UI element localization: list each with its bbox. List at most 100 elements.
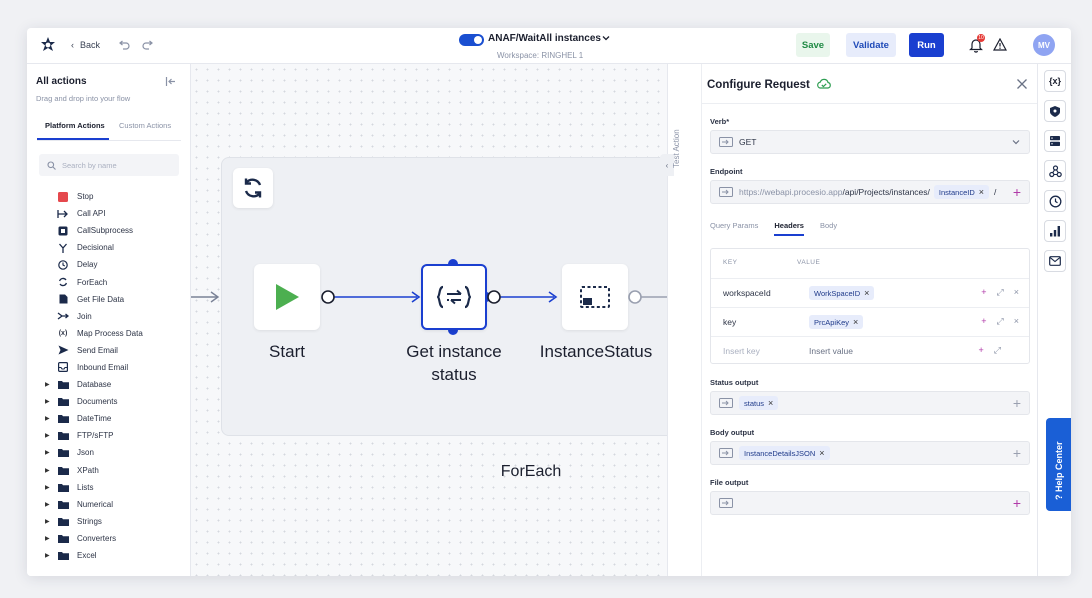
add-variable-icon[interactable]: +: [1012, 495, 1021, 511]
variable-icon: (x): [58, 329, 68, 337]
expand-icon[interactable]: ⤢: [993, 345, 1001, 355]
file-output-field[interactable]: +: [710, 491, 1030, 515]
back-button[interactable]: ‹ Back: [71, 40, 100, 50]
user-avatar[interactable]: MV: [1033, 34, 1055, 56]
undo-icon[interactable]: [117, 38, 131, 52]
folder-excel[interactable]: ▶ Excel: [45, 547, 185, 564]
top-bar: ‹ Back ANAF/WaitAll instances Workspace:…: [27, 28, 1071, 64]
insert-key-input[interactable]: Insert key: [723, 346, 760, 356]
validate-button[interactable]: Validate: [846, 33, 896, 57]
add-variable-icon[interactable]: +: [1012, 395, 1021, 411]
tab-platform-actions[interactable]: Platform Actions: [45, 121, 105, 130]
flow-title[interactable]: ANAF/WaitAll instances: [488, 33, 601, 44]
action-search-input[interactable]: Search by name: [39, 154, 179, 176]
collapse-sidebar-icon[interactable]: [165, 76, 176, 87]
remove-chip-icon[interactable]: ×: [819, 448, 825, 458]
headers-table: KEY VALUE workspaceId WorkSpaceID× +⤢× k…: [710, 248, 1030, 364]
schedule-button[interactable]: [1044, 190, 1066, 212]
folder-numerical[interactable]: ▶ Numerical: [45, 496, 185, 513]
remove-chip-icon[interactable]: ×: [853, 317, 859, 327]
caret-right-icon: ▶: [45, 535, 50, 542]
caret-right-icon: ▶: [45, 382, 50, 389]
header-key[interactable]: key: [723, 317, 737, 327]
remove-chip-icon[interactable]: ×: [768, 398, 774, 408]
insert-value-input[interactable]: Insert value: [809, 346, 853, 356]
expand-icon[interactable]: ⤢: [996, 316, 1004, 326]
verb-select[interactable]: GET: [710, 130, 1030, 154]
action-foreach[interactable]: ForEach: [45, 273, 185, 290]
flow-canvas[interactable]: Start Get instance status InstanceStatus…: [191, 64, 691, 576]
instance-status-node[interactable]: [562, 264, 628, 330]
analytics-button[interactable]: [1044, 220, 1066, 242]
remove-chip-icon[interactable]: ×: [978, 187, 985, 197]
action-label: Inbound Email: [77, 362, 129, 372]
test-action-strip[interactable]: Test Action: [668, 64, 702, 576]
folder-xpath[interactable]: ▶ XPath: [45, 462, 185, 479]
header-key[interactable]: workspaceId: [723, 288, 771, 298]
delete-row-icon[interactable]: ×: [1013, 316, 1019, 326]
folder-lists[interactable]: ▶ Lists: [45, 479, 185, 496]
status-output-field[interactable]: status× +: [710, 391, 1030, 415]
action-map-process-data[interactable]: (x) Map Process Data: [45, 325, 185, 342]
action-get-file-data[interactable]: Get File Data: [45, 291, 185, 308]
credentials-button[interactable]: [1044, 100, 1066, 122]
redo-icon[interactable]: [141, 38, 155, 52]
remove-chip-icon[interactable]: ×: [864, 288, 870, 298]
table-row[interactable]: workspaceId WorkSpaceID× + ⤢ ×: [711, 278, 1029, 307]
storage-button[interactable]: [1044, 130, 1066, 152]
add-icon[interactable]: +: [978, 345, 984, 355]
folder-database[interactable]: ▶ Database: [45, 376, 185, 393]
variables-button[interactable]: {x}: [1044, 70, 1066, 92]
start-node[interactable]: [254, 264, 320, 330]
table-row[interactable]: key PrcApiKey× + ⤢ ×: [711, 307, 1029, 336]
run-button[interactable]: Run: [909, 33, 944, 57]
action-call-subprocess[interactable]: CallSubprocess: [45, 222, 185, 239]
folder-ftp[interactable]: ▶ FTP/sFTP: [45, 427, 185, 444]
email-button[interactable]: [1044, 250, 1066, 272]
header-value-chip[interactable]: PrcApiKey×: [809, 315, 864, 329]
flow-active-toggle[interactable]: [459, 34, 484, 46]
delete-row-icon[interactable]: ×: [1013, 287, 1019, 297]
folder-label: Lists: [77, 482, 94, 492]
action-stop[interactable]: Stop: [45, 188, 185, 205]
folder-datetime[interactable]: ▶ DateTime: [45, 410, 185, 427]
expand-icon[interactable]: ⤢: [996, 287, 1004, 297]
tab-query-params[interactable]: Query Params: [710, 221, 759, 230]
action-decisional[interactable]: Decisional: [45, 239, 185, 256]
body-output-field[interactable]: InstanceDetailsJSON× +: [710, 441, 1030, 465]
endpoint-variable-chip[interactable]: InstanceID×: [933, 185, 990, 199]
tab-headers[interactable]: Headers: [774, 221, 804, 236]
chevron-down-icon[interactable]: [601, 33, 611, 43]
add-variable-icon[interactable]: +: [1012, 445, 1021, 461]
collapse-panel-button[interactable]: ‹: [660, 154, 674, 176]
add-variable-icon[interactable]: +: [1012, 184, 1021, 200]
status-output-chip[interactable]: status×: [739, 396, 779, 410]
folder-strings[interactable]: ▶ Strings: [45, 513, 185, 530]
table-row-new[interactable]: Insert key Insert value + ⤢: [711, 336, 1029, 365]
webhooks-button[interactable]: [1044, 160, 1066, 182]
warning-icon[interactable]: [993, 38, 1007, 51]
procesio-logo-icon[interactable]: [39, 36, 57, 54]
caret-right-icon: ▶: [45, 399, 50, 406]
tab-custom-actions[interactable]: Custom Actions: [119, 121, 172, 130]
folder-json[interactable]: ▶ Json: [45, 444, 185, 461]
action-inbound-email[interactable]: Inbound Email: [45, 359, 185, 376]
foreach-label: ForEach: [500, 463, 562, 480]
tab-body[interactable]: Body: [819, 221, 838, 230]
header-value-chip[interactable]: WorkSpaceID×: [809, 286, 875, 300]
body-output-chip[interactable]: InstanceDetailsJSON×: [739, 446, 830, 460]
action-call-api[interactable]: Call API: [45, 205, 185, 222]
help-center-button[interactable]: ? Help Center: [1046, 418, 1071, 511]
action-join[interactable]: Join: [45, 308, 185, 325]
action-delay[interactable]: Delay: [45, 256, 185, 273]
close-icon[interactable]: [1016, 78, 1028, 90]
action-send-email[interactable]: Send Email: [45, 342, 185, 359]
add-icon[interactable]: +: [981, 287, 987, 297]
folder-documents[interactable]: ▶ Documents: [45, 393, 185, 410]
get-instance-status-node[interactable]: [421, 264, 487, 330]
save-button[interactable]: Save: [796, 33, 830, 57]
folder-label: Database: [77, 380, 112, 390]
folder-converters[interactable]: ▶ Converters: [45, 530, 185, 547]
endpoint-input[interactable]: https://webapi.procesio.app/api/Projects…: [710, 180, 1030, 204]
add-icon[interactable]: +: [981, 316, 987, 326]
